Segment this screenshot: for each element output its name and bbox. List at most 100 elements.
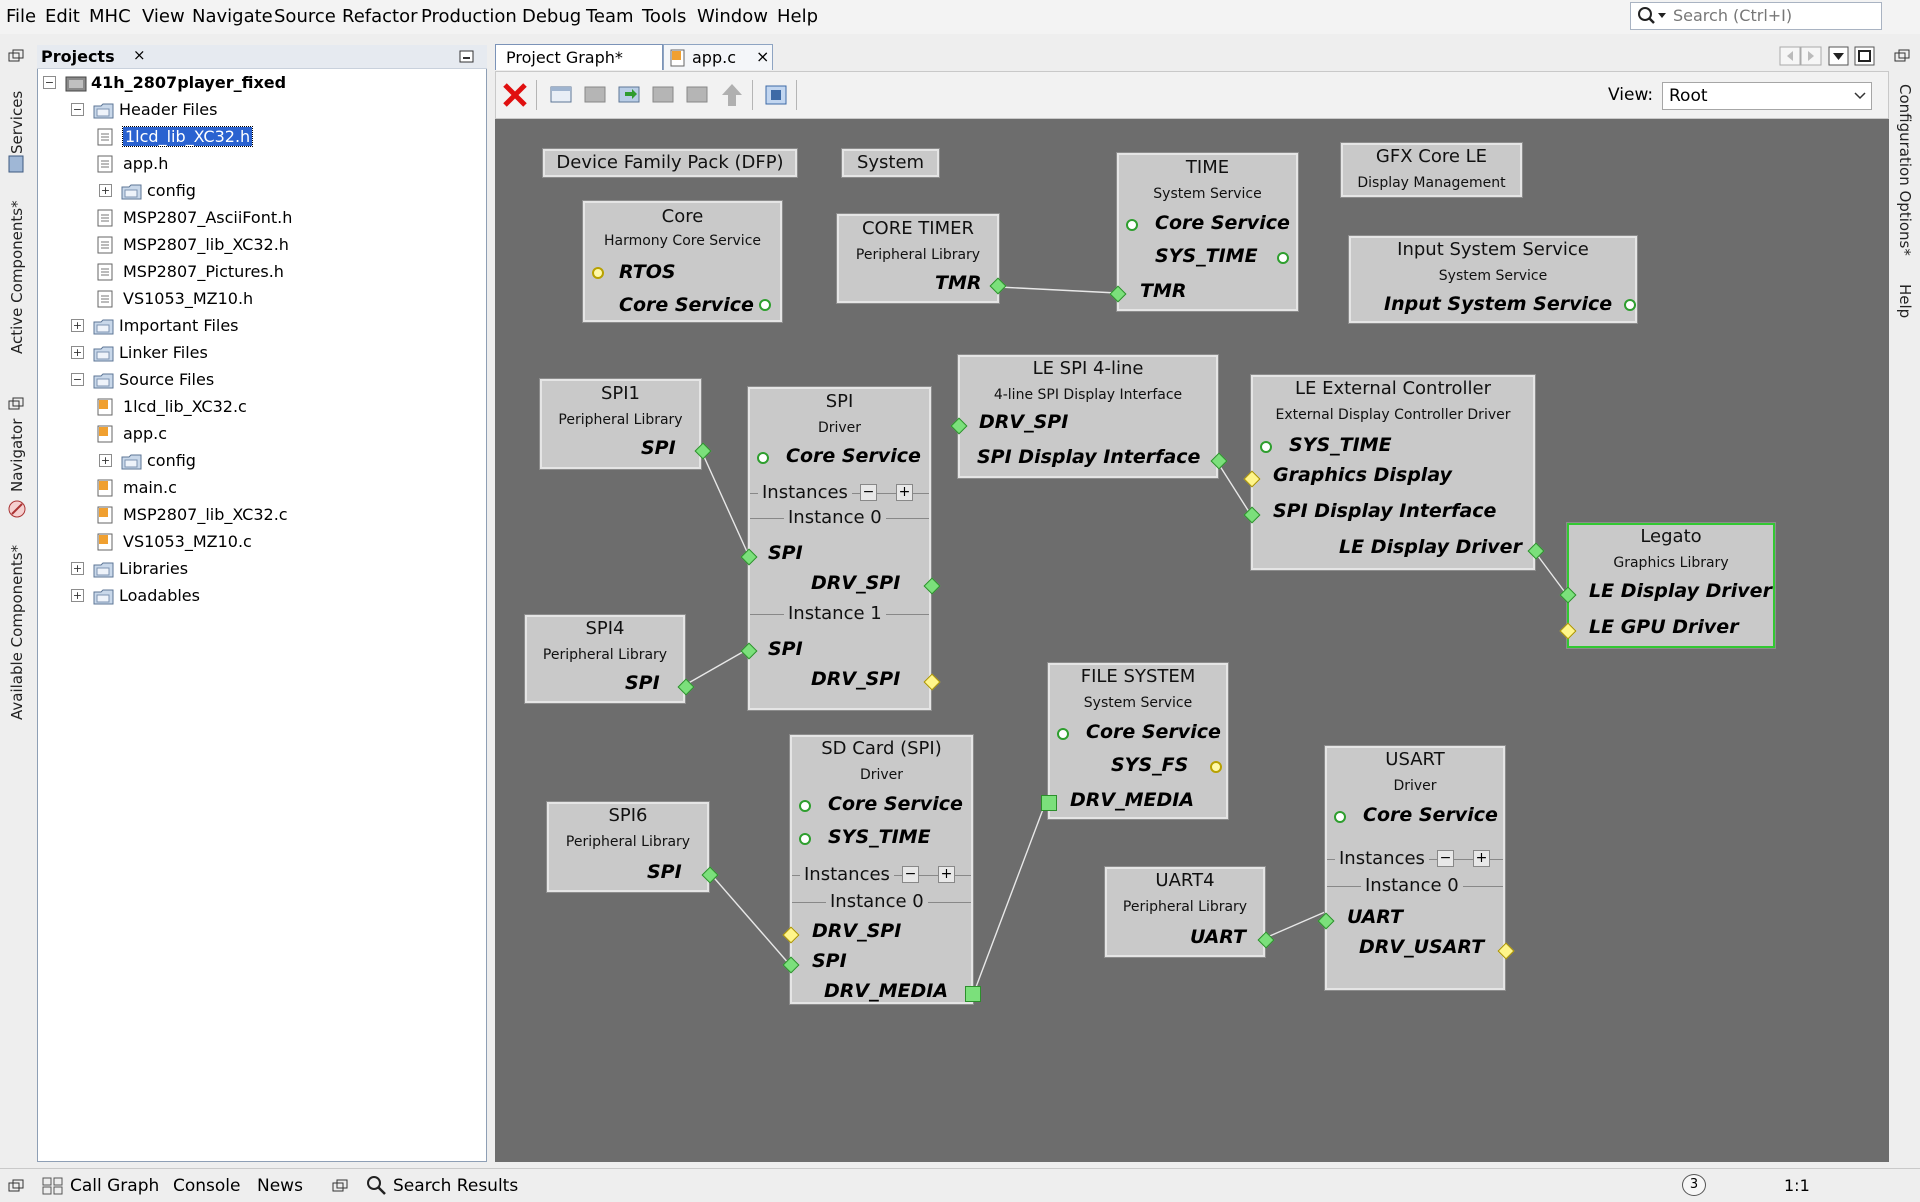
uart4-node[interactable]: UART4 Peripheral Library UART (1104, 866, 1275, 958)
tree-folder-item[interactable]: +Libraries (37, 556, 477, 582)
remove-instance-button[interactable]: − (902, 866, 919, 883)
le-spi-4line-node[interactable]: LE SPI 4-line 4-line SPI Display Interfa… (950, 354, 1228, 479)
ungroup-icon[interactable] (685, 82, 709, 106)
notifications-badge[interactable]: 3 (1682, 1174, 1706, 1196)
tree-folder-item[interactable]: +Loadables (37, 583, 477, 609)
new-group-icon[interactable] (549, 82, 573, 106)
delete-icon[interactable] (502, 82, 527, 107)
close-icon[interactable]: × (756, 47, 770, 66)
file-system-node[interactable]: FILE SYSTEM System Service Core Service … (1041, 662, 1229, 820)
view-select[interactable]: Root (1662, 82, 1872, 110)
spi-driver-node[interactable]: SPI Driver Core Service Instances − + In… (740, 386, 941, 711)
add-instance-button[interactable]: + (938, 866, 955, 883)
menu-tools[interactable]: Tools (642, 6, 687, 27)
tree-folder-item[interactable]: +config (37, 178, 477, 204)
port-green-circle[interactable] (1126, 219, 1138, 231)
system-node[interactable]: System (841, 148, 940, 178)
close-icon[interactable]: × (133, 46, 146, 64)
tab-list-icon[interactable] (1828, 46, 1850, 71)
menu-file[interactable]: File (6, 6, 37, 27)
port-green-circle[interactable] (1260, 441, 1272, 453)
scroll-left-icon[interactable] (1779, 46, 1823, 71)
navigator-tab[interactable]: Navigator (8, 418, 26, 492)
expand-icon[interactable]: + (99, 454, 112, 467)
call-graph-tab[interactable]: Call Graph (70, 1176, 160, 1196)
group-icon[interactable] (583, 82, 607, 106)
news-tab[interactable]: News (257, 1176, 303, 1196)
search-results-tab[interactable]: Search Results (393, 1176, 519, 1196)
port-green-square[interactable] (1041, 795, 1057, 811)
add-instance-button[interactable]: + (1473, 850, 1490, 867)
available-components-tab[interactable]: Available Components* (8, 544, 26, 720)
expand-icon[interactable]: + (99, 184, 112, 197)
remove-instance-button[interactable]: − (1437, 850, 1454, 867)
restore-icon[interactable] (8, 48, 24, 68)
tree-folder-item[interactable]: +Important Files (37, 313, 477, 339)
expand-icon[interactable]: + (71, 346, 84, 359)
port-green-circle[interactable] (759, 299, 771, 311)
menu-source[interactable]: Source (274, 6, 336, 27)
menu-team[interactable]: Team (586, 6, 634, 27)
tree-file-item[interactable]: main.c (37, 475, 477, 501)
tree-file-item[interactable]: MSP2807_lib_XC32.h (37, 232, 477, 258)
tree-file-item[interactable]: 1lcd_lib_XC32.h (37, 124, 477, 150)
collapse-icon[interactable]: − (43, 76, 56, 89)
restore-icon[interactable] (8, 1178, 24, 1198)
services-tab[interactable]: Services (8, 90, 26, 154)
restore-icon[interactable] (1894, 48, 1910, 68)
port-green-circle[interactable] (1624, 299, 1636, 311)
projects-tab[interactable]: Projects (41, 47, 115, 66)
tab-app-c[interactable]: app.c × (663, 44, 773, 70)
le-external-controller-node[interactable]: LE External Controller External Display … (1243, 374, 1545, 571)
spi4-node[interactable]: SPI4 Peripheral Library SPI (524, 614, 695, 704)
tree-file-item[interactable]: app.c (37, 421, 477, 447)
menu-view[interactable]: View (142, 6, 185, 27)
move-into-group-icon[interactable] (617, 82, 641, 106)
search-input[interactable]: Search (Ctrl+I) (1630, 2, 1882, 30)
help-tab[interactable]: Help (1896, 284, 1914, 319)
port-green-circle[interactable] (1057, 728, 1069, 740)
expand-icon[interactable]: + (71, 589, 84, 602)
menu-refactor[interactable]: Refactor (342, 6, 418, 27)
time-node[interactable]: TIME System Service Core Service SYS_TIM… (1109, 152, 1299, 312)
input-system-service-node[interactable]: Input System Service System Service Inpu… (1348, 235, 1638, 324)
tree-folder-item[interactable]: +config (37, 448, 477, 474)
menu-production[interactable]: Production (421, 6, 517, 27)
port-green-circle[interactable] (799, 833, 811, 845)
menu-help[interactable]: Help (777, 6, 819, 27)
tree-file-item[interactable]: app.h (37, 151, 477, 177)
usart-driver-node[interactable]: USART Driver Core Service Instances − + … (1317, 745, 1515, 991)
tree-file-item[interactable]: MSP2807_Pictures.h (37, 259, 477, 285)
spi6-node[interactable]: SPI6 Peripheral Library SPI (546, 801, 719, 893)
menu-edit[interactable]: Edit (45, 6, 80, 27)
menu-window[interactable]: Window (697, 6, 768, 27)
core-node[interactable]: Core Harmony Core Service RTOS Core Serv… (582, 200, 783, 323)
maximize-icon[interactable] (1854, 46, 1876, 71)
collapse-icon[interactable]: − (71, 373, 84, 386)
expand-icon[interactable]: + (71, 562, 84, 575)
tree-file-item[interactable]: VS1053_MZ10.h (37, 286, 477, 312)
tree-folder-item[interactable]: −Source Files (37, 367, 477, 393)
gfx-core-node[interactable]: GFX Core LE Display Management (1340, 142, 1523, 198)
menu-debug[interactable]: Debug (522, 6, 582, 27)
port-yellow-circle[interactable] (1210, 761, 1222, 773)
port-green-square[interactable] (965, 986, 981, 1002)
minimize-icon[interactable] (459, 49, 475, 69)
legato-node[interactable]: Legato Graphics Library LE Display Drive… (1559, 522, 1776, 649)
menu-mhc[interactable]: MHC (89, 6, 131, 27)
collapse-icon[interactable]: − (71, 103, 84, 116)
up-arrow-icon[interactable] (719, 82, 743, 106)
spi1-node[interactable]: SPI1 Peripheral Library SPI (539, 378, 712, 470)
port-green-circle[interactable] (799, 800, 811, 812)
tree-file-item[interactable]: MSP2807_lib_XC32.c (37, 502, 477, 528)
fit-to-screen-icon[interactable] (762, 82, 787, 106)
tree-project-item[interactable]: −41h_2807player_fixed (37, 70, 477, 96)
menu-navigate[interactable]: Navigate (192, 6, 273, 27)
port-green-circle[interactable] (1334, 811, 1346, 823)
console-tab[interactable]: Console (173, 1176, 241, 1196)
active-components-tab[interactable]: Active Components* (8, 200, 26, 354)
core-timer-node[interactable]: CORE TIMER Peripheral Library TMR (836, 213, 1007, 304)
remove-instance-button[interactable]: − (860, 484, 877, 501)
port-green-circle[interactable] (1277, 252, 1289, 264)
project-graph-canvas[interactable]: Device Family Pack (DFP) System Core Har… (495, 119, 1889, 1162)
